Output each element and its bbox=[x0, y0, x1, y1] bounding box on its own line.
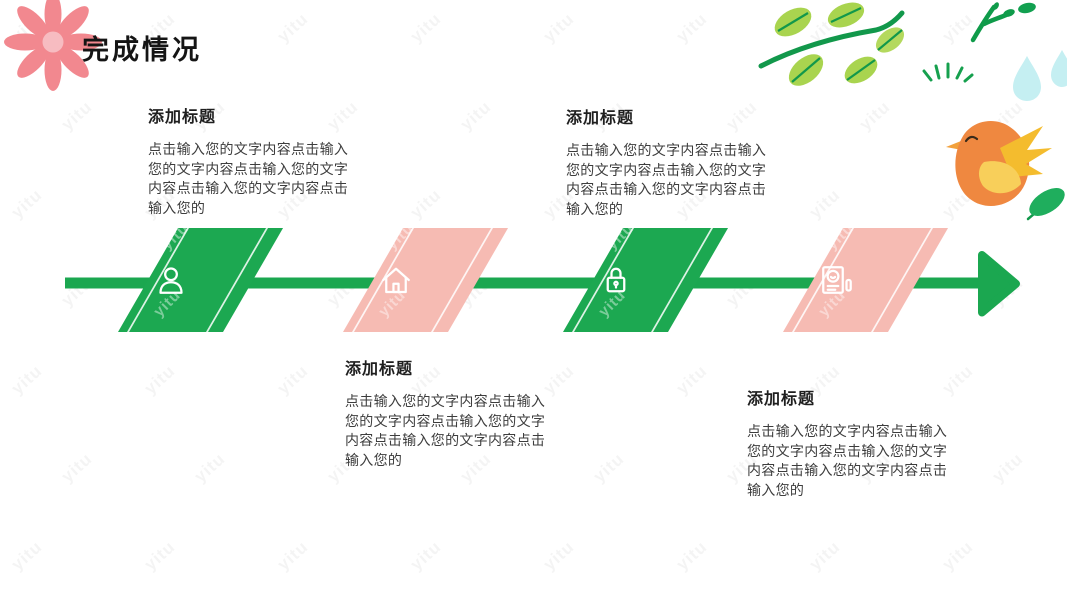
step-shape-2[interactable]: yitu yitu yitu bbox=[325, 220, 509, 332]
step-text-block-4[interactable]: 添加标题 点击输入您的文字内容点击输入您的文字内容点击输入您的文字内容点击输入您… bbox=[747, 385, 955, 500]
step-title[interactable]: 添加标题 bbox=[747, 391, 816, 408]
step-shape-1[interactable]: yitu yitu yitu bbox=[100, 220, 284, 332]
page-title: 完成情况 bbox=[82, 35, 202, 65]
step-body-placeholder[interactable]: 点击输入您的文字内容点击输入您的文字内容点击输入您的文字内容点击输入您的文字内容… bbox=[566, 142, 767, 217]
step-text-block-1[interactable]: 添加标题 点击输入您的文字内容点击输入您的文字内容点击输入您的文字内容点击输入您… bbox=[148, 103, 356, 218]
step-body-placeholder[interactable]: 点击输入您的文字内容点击输入您的文字内容点击输入您的文字内容点击输入您的文字内容… bbox=[345, 393, 546, 468]
step-body-placeholder[interactable]: 点击输入您的文字内容点击输入您的文字内容点击输入您的文字内容点击输入您的文字内容… bbox=[747, 423, 948, 498]
step-title[interactable]: 添加标题 bbox=[566, 110, 635, 127]
step-title[interactable]: 添加标题 bbox=[345, 361, 414, 378]
step-body-placeholder[interactable]: 点击输入您的文字内容点击输入您的文字内容点击输入您的文字内容点击输入您的文字内容… bbox=[148, 141, 349, 216]
step-title[interactable]: 添加标题 bbox=[148, 109, 217, 126]
home-icon bbox=[381, 267, 410, 294]
person-icon bbox=[158, 267, 183, 294]
step-text-block-2[interactable]: 添加标题 点击输入您的文字内容点击输入您的文字内容点击输入您的文字内容点击输入您… bbox=[345, 355, 553, 470]
step-shape-3[interactable]: yitu yitu yitu bbox=[545, 220, 729, 332]
step-text-block-3[interactable]: 添加标题 点击输入您的文字内容点击输入您的文字内容点击输入您的文字内容点击输入您… bbox=[566, 104, 774, 219]
lock-icon bbox=[606, 267, 625, 293]
step-shape-4[interactable]: yitu yitu yitu bbox=[765, 220, 949, 332]
id-card-icon bbox=[821, 266, 852, 294]
